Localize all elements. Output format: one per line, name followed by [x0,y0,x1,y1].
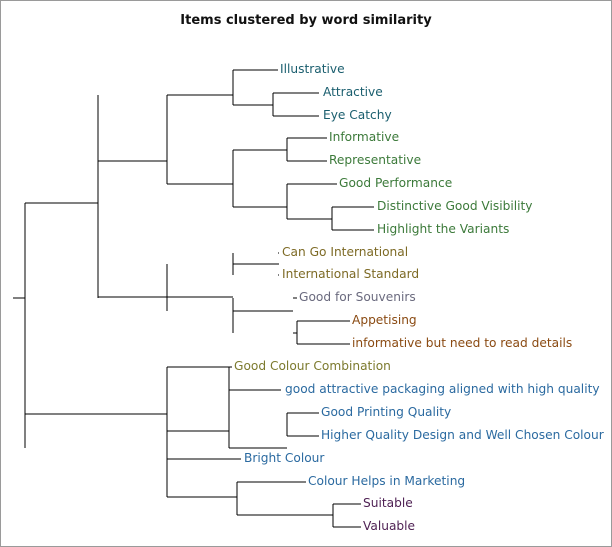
leaf-label: Distinctive Good Visibility [377,199,533,213]
leaf-label: Colour Helps in Marketing [308,474,466,488]
leaf-label: Appetising [352,313,417,327]
leaf-label: Suitable [363,496,413,510]
leaf-label: Eye Catchy [323,108,392,122]
leaf-label: Highlight the Variants [377,222,510,236]
leaf-label: International Standard [282,267,420,281]
leaf-label: Can Go International [282,245,409,259]
chart-title: Items clustered by word similarity [180,13,432,28]
leaf-label: Valuable [363,519,416,533]
leaf-label: Illustrative [280,62,345,76]
leaf-label: Good Performance [339,176,453,190]
leaf-label: Good Printing Quality [321,405,452,419]
leaf-label: Representative [329,153,422,167]
leaf-label: informative but need to read details [352,336,573,350]
leaf-label: Good for Souvenirs [299,290,416,304]
leaf-label: Higher Quality Design and Well Chosen Co… [321,428,604,442]
leaf-label: Attractive [323,85,383,99]
leaf-label: Bright Colour [244,451,325,465]
leaf-label: Good Colour Combination [234,359,391,373]
leaf-label: good attractive packaging aligned with h… [285,382,600,396]
leaf-label: Informative [329,130,400,144]
